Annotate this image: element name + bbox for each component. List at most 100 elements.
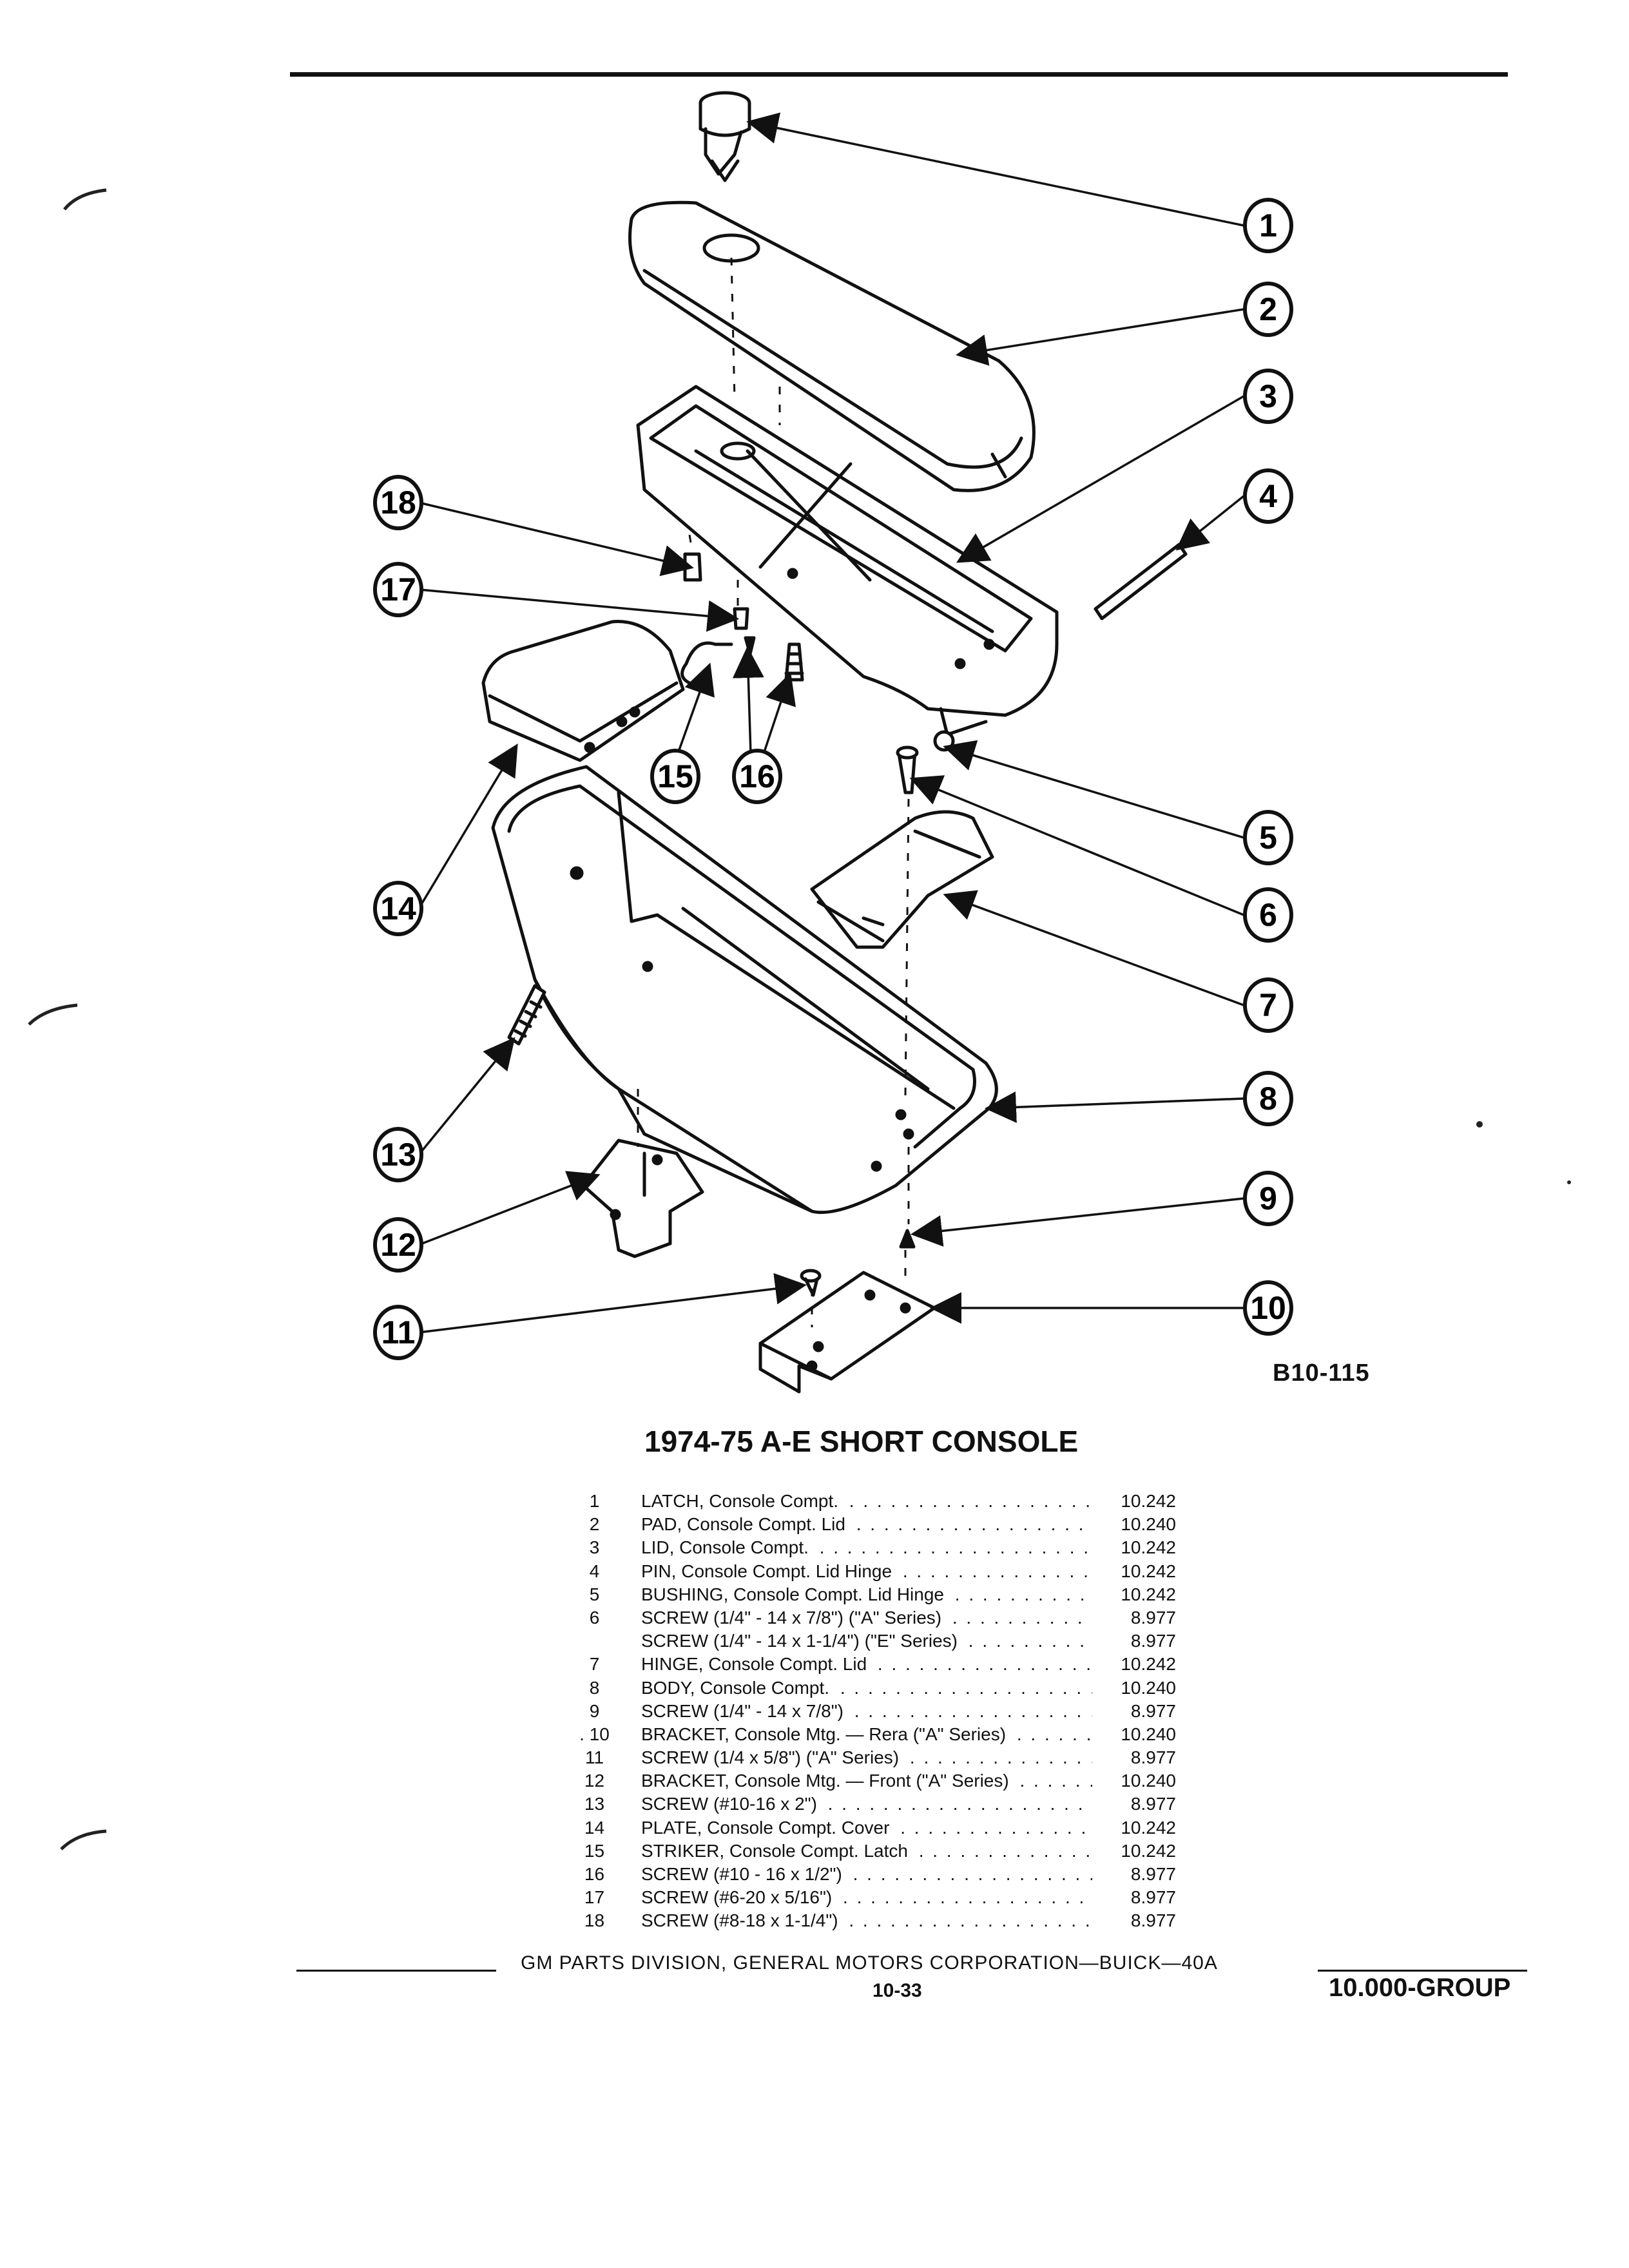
part-number: 13 [584,1794,605,1814]
callout-16: 16 [739,758,775,794]
part-number: 3 [589,1537,600,1558]
part-description: LID, Console Compt. [641,1537,813,1558]
striker-part [680,641,733,685]
callout-12: 12 [380,1227,416,1263]
parts-row: 17 SCREW (#6-20 x 5/16") 8.977 [548,1886,1176,1909]
parts-row: 15 STRIKER, Console Compt. Latch 10.242 [548,1840,1176,1863]
screw-6-part [896,745,919,794]
cover-plate-part [481,620,685,762]
part-number: 9 [589,1700,600,1721]
part-group-ref: 8.977 [1130,1864,1176,1884]
console-body-part [491,765,998,1215]
parts-row: 4 PIN, Console Compt. Lid Hinge 10.242 [548,1560,1176,1583]
part-description: LATCH, Console Compt. [641,1491,843,1511]
rear-bracket-part [758,1271,936,1394]
part-description-cell: SCREW (1/4" - 14 x 7/8") [641,1700,1092,1723]
part-description: SCREW (#8-18 x 1-1/4") [641,1910,842,1931]
part-description: SCREW (#10 - 16 x 1/2") [641,1864,846,1884]
part-number: 2 [589,1514,600,1535]
part-description: SCREW (1/4" - 14 x 7/8") [641,1700,847,1721]
part-group-ref: 10.242 [1121,1561,1176,1581]
parts-row: 18 SCREW (#8-18 x 1-1/4") 8.977 [548,1909,1176,1932]
part-number: . 10 [579,1724,610,1744]
part-description: SCREW (1/4" - 14 x 7/8") ("A" Series) [641,1607,946,1628]
part-group-ref: 8.977 [1130,1747,1176,1768]
part-group-ref: 10.242 [1121,1654,1176,1675]
part-description-cell: STRIKER, Console Compt. Latch [641,1840,1092,1863]
hinge-pin-part [1094,543,1188,620]
part-description: SCREW (#6-20 x 5/16") [641,1887,836,1908]
screw-13-part [507,984,546,1046]
callout-9: 9 [1259,1180,1277,1216]
callout-10: 10 [1250,1290,1286,1326]
part-number: 16 [584,1864,605,1884]
part-number: 4 [589,1561,600,1581]
callout-1: 1 [1259,207,1277,244]
part-description-cell: SCREW (1/4 x 5/8") ("A" Series) [641,1746,1092,1769]
part-group-ref: 10.242 [1121,1840,1176,1861]
parts-row: 16 SCREW (#10 - 16 x 1/2") 8.977 [548,1863,1176,1886]
footer-rule-left [296,1970,496,1972]
callout-13: 13 [380,1137,416,1173]
footer-division: GM PARTS DIVISION, GENERAL MOTORS CORPOR… [521,1952,1218,1974]
part-group-ref: 8.977 [1130,1700,1176,1721]
header-rule [290,72,1508,77]
front-bracket-part [581,1139,704,1258]
hinge-part [810,810,994,949]
part-description-cell: BRACKET, Console Mtg. — Rera ("A" Series… [641,1723,1092,1746]
part-description-cell: LATCH, Console Compt. [641,1490,1092,1513]
parts-row: 9 SCREW (1/4" - 14 x 7/8") 8.977 [548,1700,1176,1723]
part-description: PIN, Console Compt. Lid Hinge [641,1561,896,1581]
parts-row: 3 LID, Console Compt. 10.242 [548,1536,1176,1559]
part-description: HINGE, Console Compt. Lid [641,1654,871,1675]
callout-3: 3 [1259,378,1277,414]
part-group-ref: 10.242 [1121,1584,1176,1604]
part-number: 8 [589,1677,600,1698]
part-description-cell: SCREW (1/4" - 14 x 1-1/4") ("E" Series) [641,1629,1092,1653]
part-description: PAD, Console Compt. Lid [641,1514,849,1535]
part-description-cell: HINGE, Console Compt. Lid [641,1653,1092,1676]
part-description: BUSHING, Console Compt. Lid Hinge [641,1584,948,1604]
part-number: 17 [584,1887,605,1908]
part-number: 15 [584,1840,605,1861]
parts-row: 5 BUSHING, Console Compt. Lid Hinge 10.242 [548,1583,1176,1606]
parts-row: 13 SCREW (#10-16 x 2") 8.977 [548,1792,1176,1816]
part-group-ref: 10.240 [1121,1724,1176,1744]
part-group-ref: 10.242 [1121,1537,1176,1558]
part-description: BRACKET, Console Mtg. — Front ("A" Serie… [641,1771,1013,1791]
callout-8: 8 [1259,1081,1277,1117]
part-description-cell: BUSHING, Console Compt. Lid Hinge [641,1583,1092,1606]
part-number: 1 [589,1491,600,1511]
group-number: 10.000-GROUP [1329,1974,1511,2002]
callout-15: 15 [657,758,693,794]
callout-11: 11 [381,1314,416,1350]
page-number: 10-33 [872,1980,922,2001]
callout-2: 2 [1259,291,1277,327]
part-group-ref: 8.977 [1130,1887,1176,1908]
callout-7: 7 [1259,987,1277,1023]
part-description-cell: BODY, Console Compt. [641,1677,1092,1700]
callout-4: 4 [1259,478,1277,514]
part-number: 18 [584,1910,605,1931]
part-number: 5 [589,1584,600,1604]
part-group-ref: 8.977 [1130,1910,1176,1931]
part-description: SCREW (1/4 x 5/8") ("A" Series) [641,1747,903,1768]
part-description-cell: SCREW (#10-16 x 2") [641,1792,1092,1816]
part-description: BODY, Console Compt. [641,1677,834,1698]
part-number: 6 [589,1607,600,1628]
parts-row: . 10 BRACKET, Console Mtg. — Rera ("A" Se… [548,1723,1176,1746]
callout-14: 14 [380,890,416,927]
callouts: 1 2 3 4 5 6 7 8 9 10 11 12 13 14 15 16 1… [373,198,1293,1360]
part-group-ref: 8.977 [1130,1794,1176,1814]
part-description-cell: PAD, Console Compt. Lid [641,1513,1092,1536]
lid-part [636,385,1059,736]
